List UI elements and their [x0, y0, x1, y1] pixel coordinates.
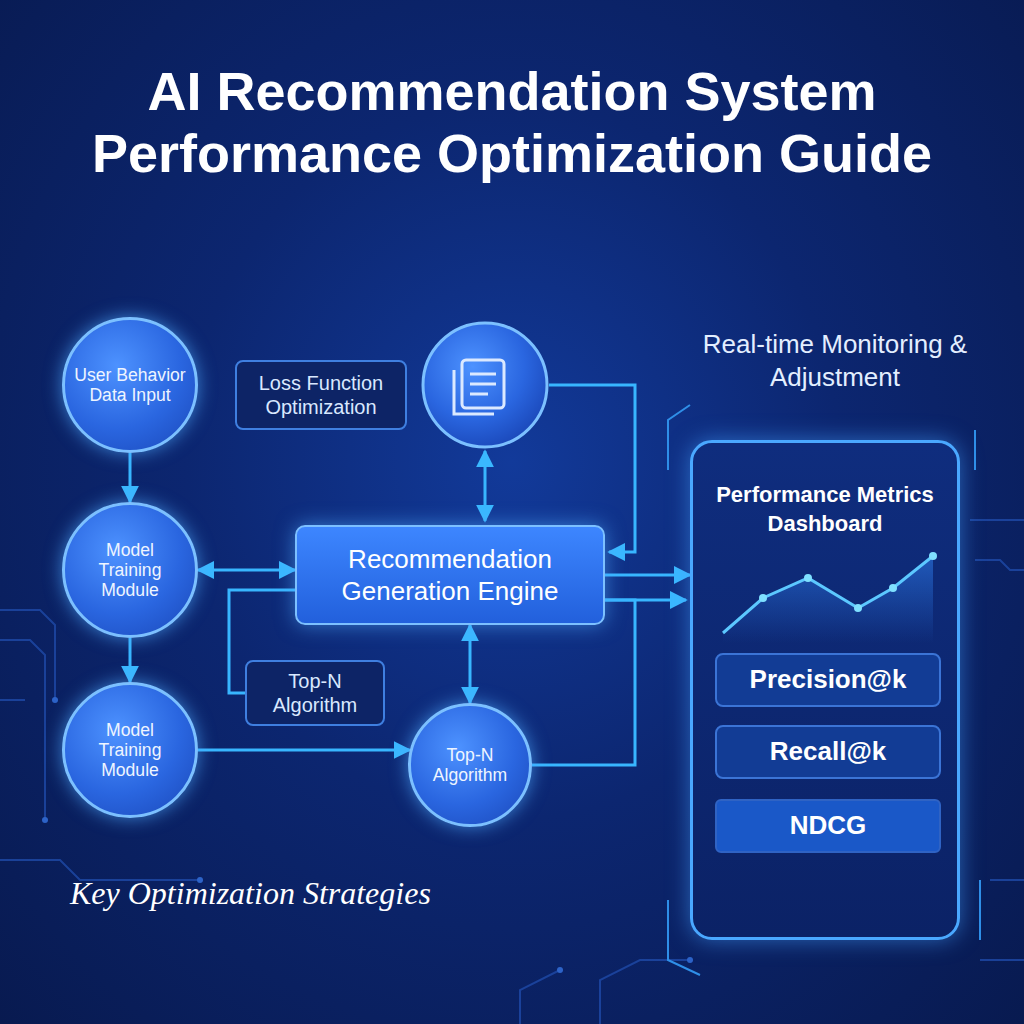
node-label: User Behavior Data Input	[73, 365, 187, 405]
process-circle: Model Training Module	[62, 682, 198, 818]
process-circle: Model Training Module	[62, 502, 198, 638]
title: AI Recommendation System Performance Opt…	[40, 60, 984, 184]
connector-arrow	[605, 574, 690, 577]
node-label: Top-N Algorithm	[257, 669, 373, 717]
monitoring-frame	[668, 405, 980, 975]
connector-arrow	[129, 453, 132, 502]
node-label: Precision@k	[750, 663, 907, 697]
metric-box: NDCG	[715, 799, 941, 853]
process-box: Loss Function Optimization	[235, 360, 407, 430]
node-label: Recall@k	[770, 735, 886, 769]
connector-arrow	[198, 749, 410, 752]
section-caption: Key Optimization Strategies	[70, 875, 590, 912]
line-chart	[693, 538, 963, 658]
circuit-dots	[42, 697, 693, 973]
metric-box: Precision@k	[715, 653, 941, 707]
connector-arrow	[129, 638, 132, 682]
process-circle: User Behavior Data Input	[62, 317, 198, 453]
node-label: Loss Function Optimization	[247, 371, 395, 419]
node-label: Recommendation Generation Engine	[311, 543, 589, 608]
node-label: NDCG	[790, 809, 867, 843]
connector-arrow	[198, 569, 295, 572]
metric-box: Recall@k	[715, 725, 941, 779]
node-label: Model Training Module	[73, 540, 187, 601]
connector-arrow	[469, 625, 472, 703]
process-circle: Top-N Algorithm	[408, 703, 532, 827]
node-label: Model Training Module	[73, 720, 187, 781]
process-box: Top-N Algorithm	[245, 660, 385, 726]
dashboard-panel: Performance Metrics DashboardPrecision@k…	[690, 440, 960, 940]
node-label: Performance Metrics Dashboard	[705, 481, 945, 538]
icon-circle	[423, 323, 547, 447]
annotation-label: Real-time Monitoring & Adjustment	[685, 328, 985, 393]
node-label: Top-N Algorithm	[419, 745, 521, 785]
engine-box: Recommendation Generation Engine	[295, 525, 605, 625]
